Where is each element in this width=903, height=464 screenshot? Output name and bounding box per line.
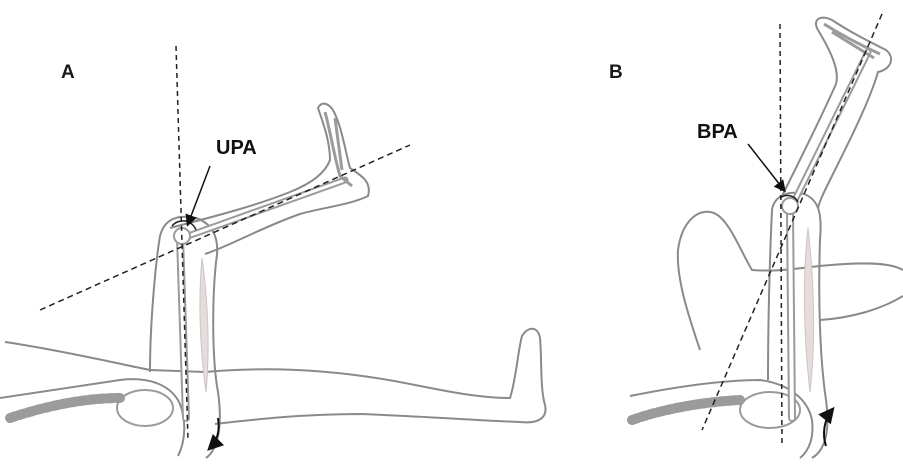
- knee-joint-b: [782, 198, 798, 214]
- pointer-arrow-icon: [748, 144, 784, 190]
- spine-b: [632, 400, 740, 420]
- hamstring-muscle-b: [804, 228, 813, 392]
- foot-bones-b: [824, 24, 880, 58]
- pointer-arrow-icon: [188, 166, 210, 224]
- resting-leg-outline: [5, 329, 546, 424]
- pelvis-bone: [117, 390, 173, 426]
- panel-a-drawing: [0, 46, 546, 458]
- tibial-axis-line: [40, 145, 410, 310]
- vertical-reference-line-b: [780, 24, 782, 445]
- pelvis-outline-b: [630, 380, 813, 458]
- flexed-leg-lower: [820, 296, 903, 320]
- spine: [10, 398, 120, 418]
- panel-b-label: B: [609, 62, 623, 84]
- upa-label: UPA: [216, 137, 257, 160]
- panel-b-drawing: [630, 14, 903, 458]
- panel-a-label: A: [61, 62, 75, 84]
- curved-arrow-icon: [210, 418, 219, 448]
- bpa-label: BPA: [697, 121, 738, 144]
